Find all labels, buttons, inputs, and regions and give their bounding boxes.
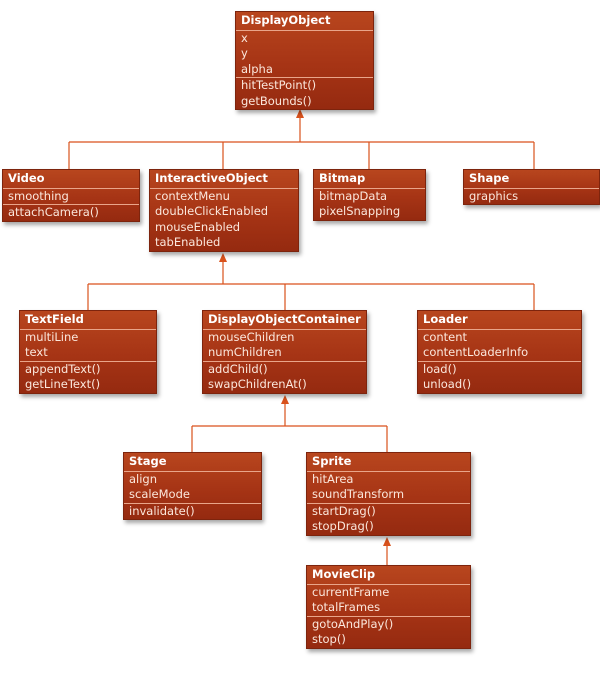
arrowhead-interactiveobject	[219, 253, 227, 262]
method-list: invalidate()	[124, 502, 261, 520]
class-name: InteractiveObject	[150, 170, 298, 189]
attribute-item: multiLine	[25, 329, 79, 344]
method-item: load()	[423, 361, 457, 376]
method-list: gotoAndPlay()stop()	[307, 615, 470, 648]
attribute-item: y	[241, 46, 248, 60]
attribute-item: graphics	[469, 188, 519, 203]
class-name: Loader	[418, 311, 581, 330]
method-item: gotoAndPlay()	[312, 616, 394, 631]
class-name: MovieClip	[307, 566, 470, 585]
class-name: Video	[3, 170, 139, 189]
class-name: DisplayObjectContainer	[203, 311, 366, 330]
class-name: Bitmap	[314, 170, 425, 189]
attribute-item: x	[241, 30, 248, 45]
method-list: attachCamera()	[3, 204, 139, 221]
attribute-item: totalFrames	[312, 600, 381, 614]
attribute-list: graphics	[464, 189, 599, 205]
method-list: startDrag()stopDrag()	[307, 502, 470, 535]
method-item: invalidate()	[129, 503, 195, 518]
method-item: attachCamera()	[8, 205, 99, 219]
arrowhead-sprite	[383, 537, 391, 546]
method-item: hitTestPoint()	[241, 78, 317, 92]
method-list: hitTestPoint()getBounds()	[236, 77, 373, 109]
method-item: stopDrag()	[312, 519, 374, 533]
attribute-item: alpha	[241, 61, 273, 76]
attribute-item: soundTransform	[312, 487, 405, 501]
attribute-item: text	[25, 345, 48, 359]
attribute-item: scaleMode	[129, 487, 190, 501]
attribute-item: contextMenu	[155, 188, 230, 203]
method-item: stop()	[312, 632, 346, 646]
attribute-item: tabEnabled	[155, 235, 221, 249]
attribute-item: bitmapData	[319, 188, 388, 203]
attribute-item: contentLoaderInfo	[423, 345, 529, 359]
class-name: Stage	[124, 453, 261, 472]
class-name: Sprite	[307, 453, 470, 472]
attribute-item: content	[423, 329, 468, 344]
attribute-item: numChildren	[208, 345, 282, 359]
method-list: addChild()swapChildrenAt()	[203, 360, 366, 393]
attribute-item: doubleClickEnabled	[155, 204, 269, 218]
class-name: DisplayObject	[236, 12, 373, 31]
attribute-item: align	[129, 471, 158, 486]
attribute-item: smoothing	[8, 188, 69, 203]
method-list: appendText()getLineText()	[20, 360, 156, 393]
attribute-item: hitArea	[312, 471, 354, 486]
attribute-item: mouseEnabled	[155, 219, 241, 234]
arrowhead-displayobject	[296, 109, 304, 118]
method-item: addChild()	[208, 361, 268, 376]
method-item: unload()	[423, 377, 472, 391]
class-name: TextField	[20, 311, 156, 330]
attribute-item: currentFrame	[312, 584, 390, 599]
method-item: swapChildrenAt()	[208, 377, 307, 391]
method-item: appendText()	[25, 361, 101, 376]
attribute-list: smoothing	[3, 189, 139, 205]
class-name: Shape	[464, 170, 599, 189]
method-list: load()unload()	[418, 360, 581, 393]
method-item: getLineText()	[25, 377, 101, 391]
method-item: getBounds()	[241, 93, 312, 108]
method-item: startDrag()	[312, 503, 376, 518]
arrowhead-displayobjectcontainer	[281, 395, 289, 404]
attribute-item: mouseChildren	[208, 329, 295, 344]
attribute-item: pixelSnapping	[319, 204, 401, 218]
